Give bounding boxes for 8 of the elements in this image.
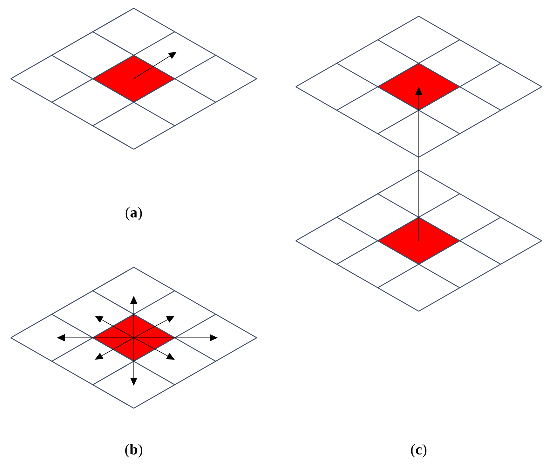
panel-label: (b) (126, 444, 142, 458)
arrow (95, 316, 134, 338)
arrow (134, 316, 175, 338)
arrow (134, 338, 175, 360)
panel-label: (a) (126, 207, 142, 221)
arrow (134, 52, 177, 80)
arrow (95, 338, 134, 360)
panel-label: (c) (411, 444, 427, 458)
